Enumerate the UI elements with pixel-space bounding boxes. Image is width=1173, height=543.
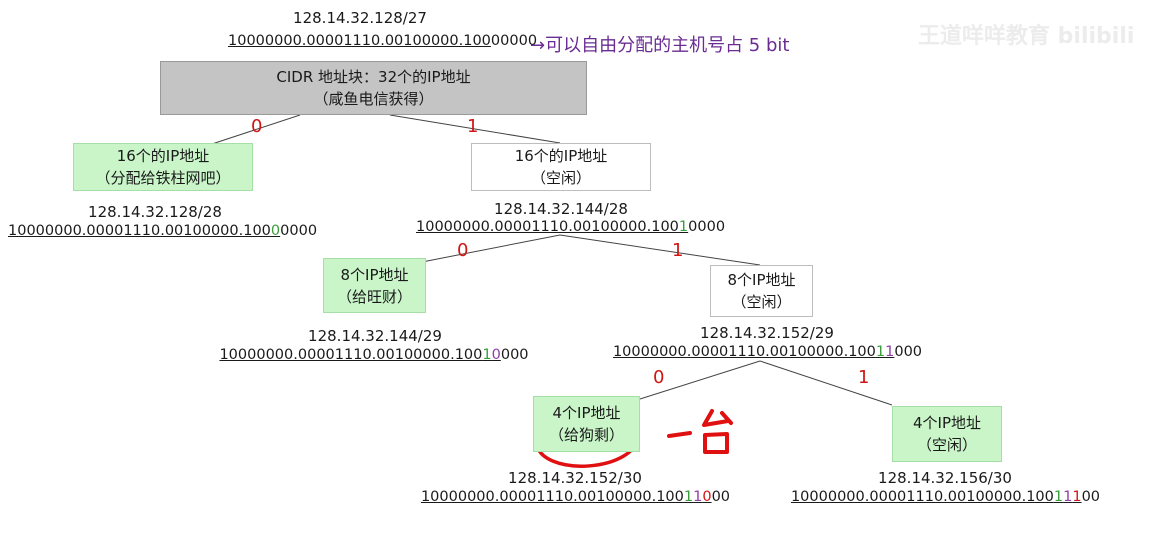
block-4-gousheng-line2: （给狗剩）: [548, 426, 624, 444]
block-4-free-line1: 4个IP地址: [912, 414, 981, 432]
block-16-free-line2: （空闲）: [530, 169, 591, 187]
watermark: 王道咩咩教育 bilibili: [918, 24, 1135, 49]
edge-8b-left: [639, 360, 761, 400]
bin-bit: 1: [683, 489, 694, 505]
bin-bit: 1: [693, 489, 703, 505]
bin-prefix: 10000000.00001110.00100000.100: [790, 489, 1054, 505]
block-4-gousheng-binary: 10000000.00001110.00100000.10011000: [403, 489, 748, 505]
edge-label-0: 0: [457, 240, 469, 261]
block-8-wangcai-binary: 10000000.00001110.00100000.10010000: [214, 347, 534, 363]
bin-bit: 0: [702, 489, 712, 505]
block-16-free: 16个的IP地址 （空闲）: [471, 143, 651, 191]
block-8-wangcai-line1: 8个IP地址: [340, 265, 409, 284]
edge-root-right: [389, 114, 561, 144]
bin-bit: 1: [482, 347, 492, 363]
edge-root-left: [211, 114, 301, 145]
bin-bit: 1: [1072, 489, 1082, 505]
block-8-wangcai-line2: （给旺财）: [336, 287, 412, 306]
root-line1: CIDR 地址块：32个的IP地址: [276, 68, 471, 86]
edge-16b-left: [421, 234, 561, 263]
top-address: 128.14.32.128/27: [293, 9, 427, 27]
bin-host: 00: [711, 489, 731, 505]
block-16-free-binary: 10000000.00001110.00100000.10010000: [416, 219, 725, 235]
bin-bit: 1: [678, 219, 689, 235]
top-binary-suffix: 00000: [490, 33, 538, 49]
block-4-gousheng-address: 128.14.32.152/30: [508, 469, 642, 487]
root-line2: （咸鱼电信获得）: [313, 90, 434, 108]
block-8-free: 8个IP地址 （空闲）: [710, 265, 813, 317]
block-8-free-address: 128.14.32.152/29: [700, 324, 834, 342]
block-16-tiezhu: 16个的IP地址 （分配给铁柱网吧）: [73, 143, 253, 191]
bin-host: 0000: [280, 223, 318, 239]
bin-prefix: 10000000.00001110.00100000.100: [420, 489, 684, 505]
block-8-wangcai: 8个IP地址 （给旺财）: [323, 258, 426, 313]
host-bits-note: →可以自由分配的主机号占 5 bit: [530, 35, 790, 56]
bin-host: 00: [1081, 489, 1101, 505]
block-4-free-line2: （空闲）: [916, 436, 977, 454]
bin-bit: 0: [270, 223, 281, 239]
block-16-tiezhu-binary: 10000000.00001110.00100000.10000000: [8, 223, 317, 239]
edge-label-1: 1: [672, 240, 684, 261]
bin-bit: 1: [1053, 489, 1064, 505]
block-8-free-line2: （空闲）: [731, 293, 792, 311]
bin-bit: 0: [491, 347, 501, 363]
bin-prefix: 10000000.00001110.00100000.100: [219, 347, 483, 363]
handwritten-note-yitai: [667, 409, 733, 454]
block-8-wangcai-address: 128.14.32.144/29: [308, 327, 442, 345]
block-16-free-address: 128.14.32.144/28: [494, 200, 628, 218]
top-binary: 10000000.00001110.00100000.10000000: [228, 33, 537, 49]
block-16-tiezhu-address: 128.14.32.128/28: [88, 203, 222, 221]
block-4-gousheng-line1: 4个IP地址: [552, 404, 621, 422]
block-16-tiezhu-line1: 16个的IP地址: [116, 147, 210, 165]
block-4-free-binary: 10000000.00001110.00100000.10011100: [773, 489, 1118, 505]
bin-prefix: 10000000.00001110.00100000.100: [416, 219, 679, 235]
bin-host: 000: [894, 344, 923, 360]
bin-bit: 1: [1063, 489, 1073, 505]
block-4-gousheng: 4个IP地址 （给狗剩）: [533, 396, 640, 452]
cidr-root-block: CIDR 地址块：32个的IP地址 （咸鱼电信获得）: [160, 61, 587, 115]
block-4-free: 4个IP地址 （空闲）: [892, 406, 1002, 462]
edge-label-0: 0: [251, 116, 263, 137]
block-8-free-binary: 10000000.00001110.00100000.10011000: [605, 344, 930, 360]
bin-prefix: 10000000.00001110.00100000.100: [612, 344, 876, 360]
block-16-free-line1: 16个的IP地址: [514, 147, 608, 165]
block-16-tiezhu-line2: （分配给铁柱网吧）: [95, 169, 231, 187]
block-4-free-address: 128.14.32.156/30: [878, 469, 1012, 487]
bin-bit: 1: [875, 344, 886, 360]
block-8-free-line1: 8个IP地址: [727, 271, 796, 289]
bin-host: 000: [500, 347, 529, 363]
edge-label-1: 1: [858, 367, 870, 388]
edge-8b-right: [759, 360, 893, 406]
edge-label-1: 1: [467, 116, 479, 137]
bin-prefix: 10000000.00001110.00100000.100: [8, 223, 271, 239]
bin-bit: 1: [885, 344, 895, 360]
bin-host: 0000: [688, 219, 726, 235]
edge-label-0: 0: [653, 367, 665, 388]
edge-16b-right: [559, 234, 761, 266]
top-binary-prefix: 10000000.00001110.00100000.100: [228, 33, 491, 49]
